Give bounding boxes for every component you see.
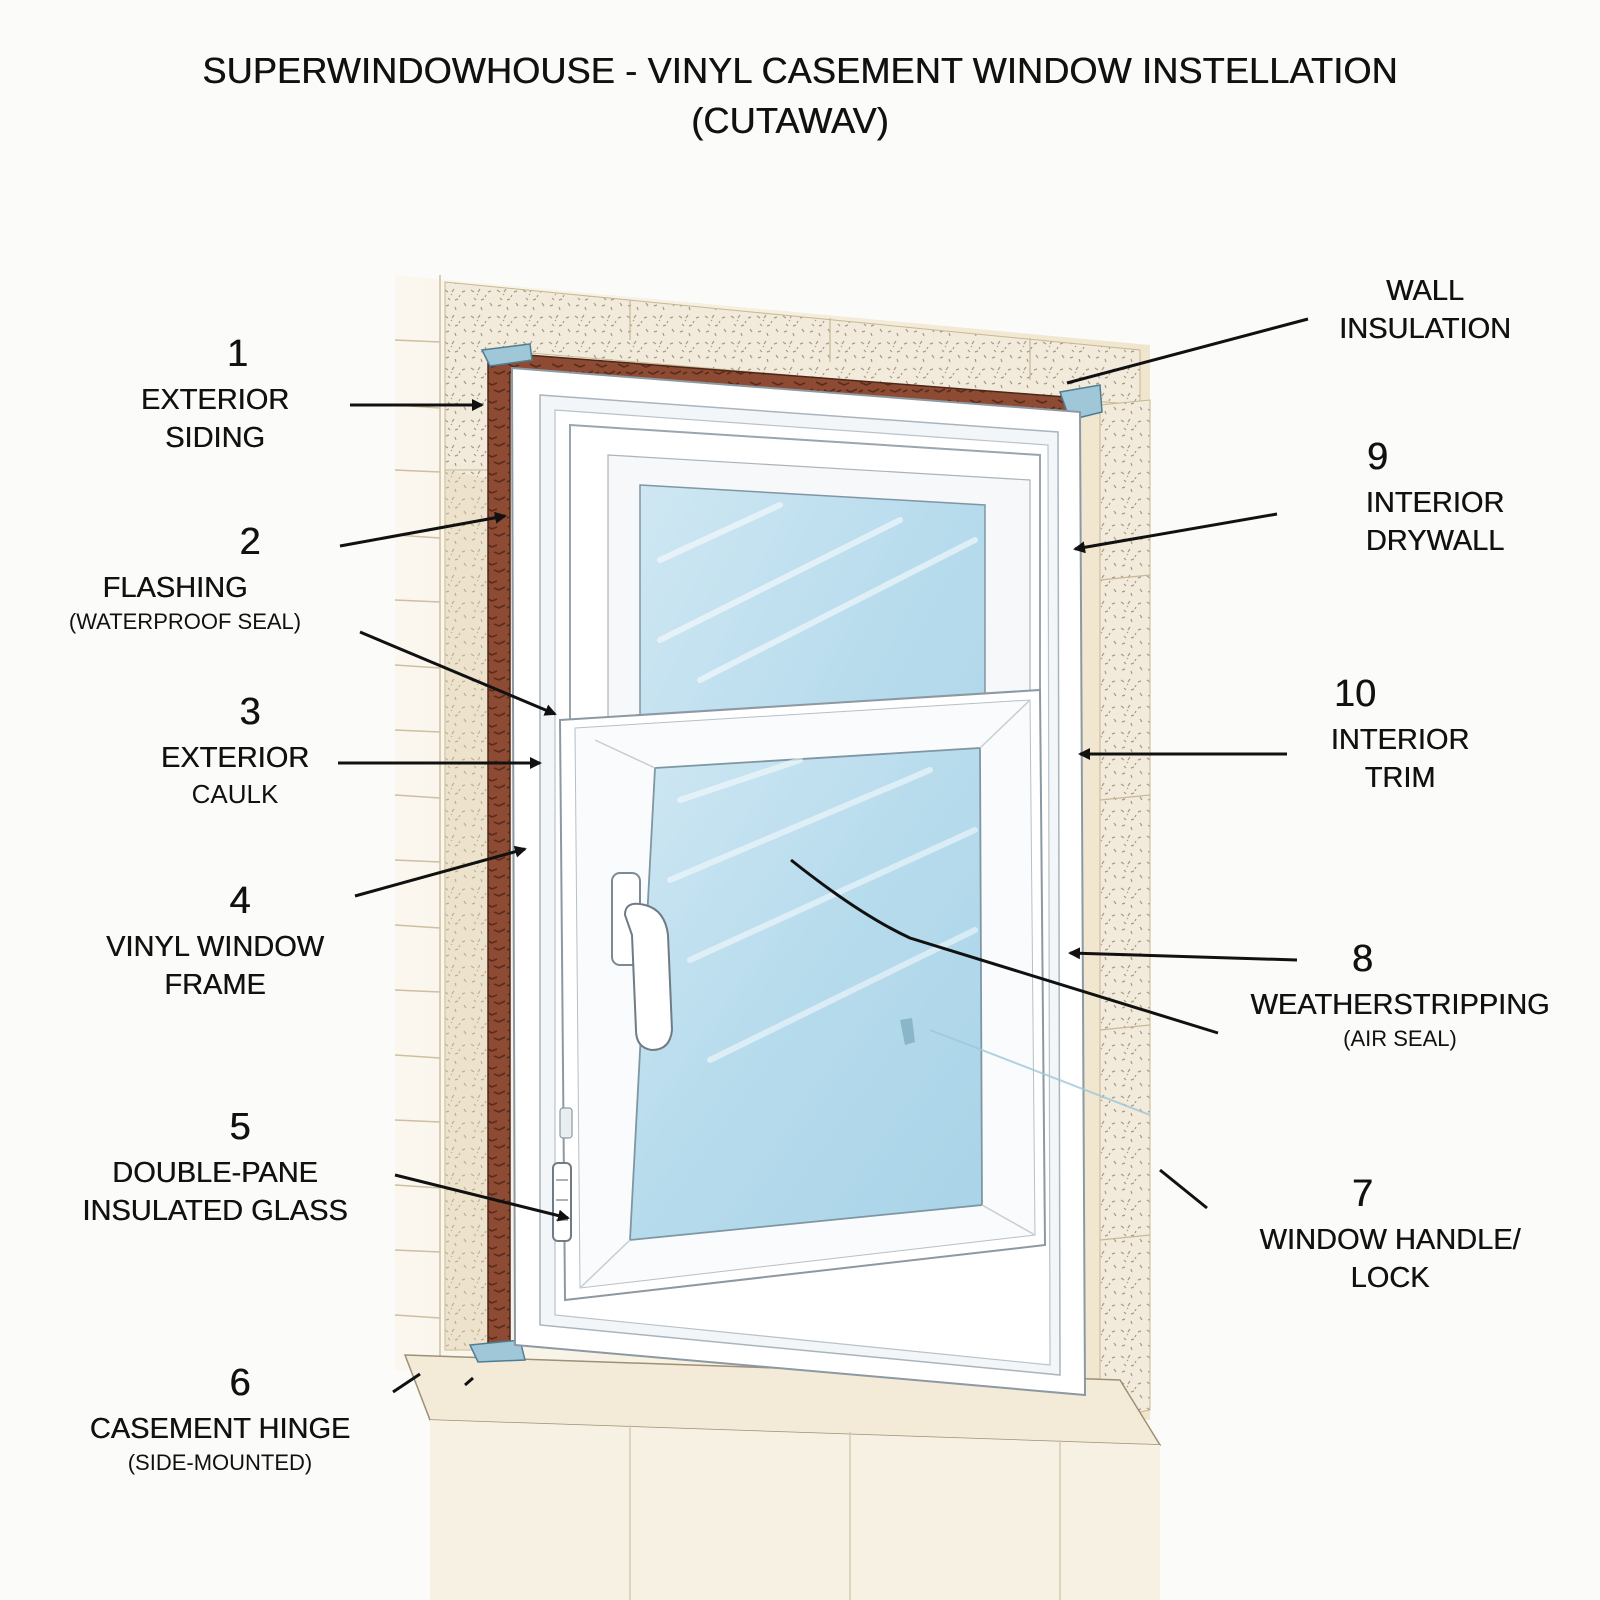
leader-flashing bbox=[339, 511, 507, 548]
callout-sublabel: (SIDE-MOUNTED) bbox=[127, 1450, 313, 1475]
leader-vinyl-frame bbox=[354, 845, 527, 898]
leader-interior-drywall bbox=[1073, 512, 1278, 554]
callout-label: EXTERIOR SIDING bbox=[140, 384, 290, 454]
leader-wall-insulation bbox=[1066, 317, 1309, 385]
diagram-title: SUPERWINDOWHOUSE - VINYL CASEMENT WINDOW… bbox=[202, 50, 1398, 91]
callout-number: 1 bbox=[226, 333, 249, 375]
callout-label: INTERIOR DRYWALL bbox=[1365, 487, 1505, 557]
leader-window-handle bbox=[1159, 1168, 1208, 1210]
leader-casement-hinge bbox=[392, 1372, 474, 1394]
callout-label: CASEMENT HINGE bbox=[89, 1413, 351, 1445]
callout-sublabel: (WATERPROOF SEAL) bbox=[68, 609, 302, 634]
wall-insulation-layer bbox=[444, 281, 1151, 1421]
callout-vinyl-window-frame: 4 VINYL WINDOW FRAME bbox=[70, 882, 360, 1004]
callout-number: 7 bbox=[1351, 1173, 1374, 1215]
callout-flashing: 2 FLASHING (WATERPROOF SEAL) bbox=[69, 521, 380, 637]
callout-double-pane-glass: 5 DOUBLE-PANE INSULATED GLASS bbox=[55, 1108, 375, 1230]
callout-number: 6 bbox=[229, 1362, 251, 1404]
leader-weatherstripping bbox=[1068, 947, 1298, 962]
callout-window-handle-lock: 7 WINDOW HANDLE/ LOCK bbox=[1235, 1175, 1545, 1297]
callout-label: INTERIOR TRIM bbox=[1330, 724, 1470, 794]
callout-wall-insulation: WALL INSULATION bbox=[1315, 272, 1535, 348]
callout-label: VINYL WINDOW FRAME bbox=[105, 931, 325, 1001]
callout-label: WALL INSULATION bbox=[1339, 275, 1511, 345]
callout-number: 10 bbox=[1333, 673, 1377, 715]
callout-sublabel: CAULK bbox=[191, 779, 279, 809]
callout-label: EXTERIOR bbox=[160, 742, 310, 774]
leader-weatherstripping-glass bbox=[790, 858, 1219, 1035]
callout-number: 4 bbox=[229, 880, 251, 922]
callout-weatherstripping: 8 WEATHERSTRIPPING (AIR SEAL) bbox=[1235, 940, 1565, 1054]
callout-label: DOUBLE-PANE INSULATED GLASS bbox=[82, 1157, 348, 1227]
callout-casement-hinge: 6 CASEMENT HINGE (SIDE-MOUNTED) bbox=[60, 1364, 380, 1478]
callout-number: 2 bbox=[239, 521, 261, 563]
callout-number: 8 bbox=[1351, 938, 1374, 980]
callout-exterior-caulk: 3 EXTERIOR CAULK bbox=[120, 693, 350, 811]
leader-flashing-seal bbox=[359, 630, 557, 716]
callout-label: FLASHING bbox=[102, 572, 248, 604]
callout-label: WEATHERSTRIPPING bbox=[1250, 989, 1550, 1021]
casement-sash bbox=[558, 688, 1151, 1302]
callout-exterior-siding: 1 EXTERIOR SIDING bbox=[110, 335, 320, 457]
callout-number: 5 bbox=[229, 1106, 251, 1148]
callout-interior-drywall: 9 INTERIOR DRYWALL bbox=[1300, 438, 1570, 560]
callout-number: 3 bbox=[239, 691, 261, 733]
callout-number: 9 bbox=[1366, 436, 1389, 478]
casement-hinge bbox=[552, 1107, 573, 1242]
callout-label: WINDOW HANDLE/ LOCK bbox=[1259, 1224, 1521, 1294]
window-handle bbox=[611, 872, 674, 1052]
callout-interior-trim: 10 INTERIOR TRIM bbox=[1285, 675, 1515, 797]
callout-sublabel: (AIR SEAL) bbox=[1343, 1026, 1457, 1051]
leader-double-pane-glass bbox=[394, 1173, 570, 1222]
diagram-title-sub: (CUTAWAV) bbox=[691, 100, 889, 141]
leader-lines bbox=[338, 317, 1309, 1394]
